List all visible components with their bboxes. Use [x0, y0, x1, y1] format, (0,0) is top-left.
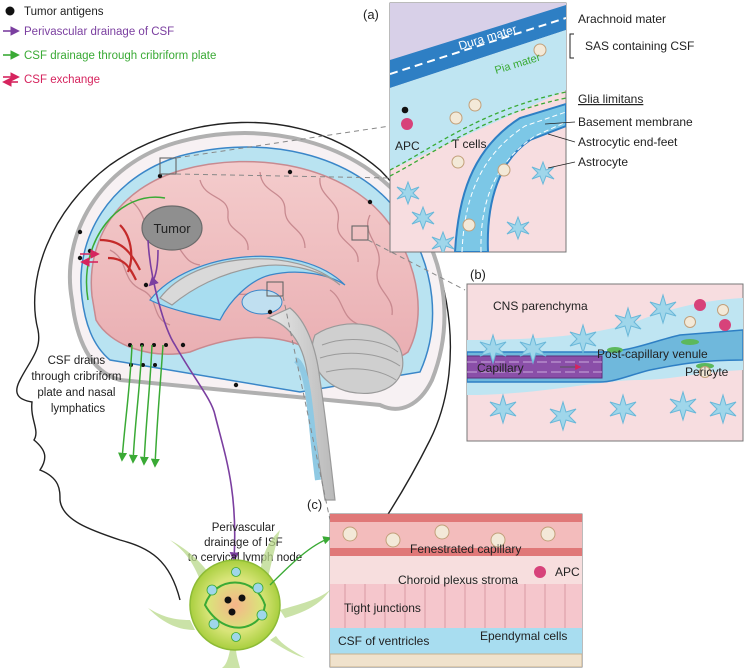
choroid-plexus-stroma-label: Choroid plexus stroma	[398, 573, 518, 587]
panel-b-apc-cells	[694, 299, 731, 331]
arachnoid-mater-label: Arachnoid mater	[578, 12, 666, 26]
legend-label-cribriform: CSF drainage through cribriform plate	[24, 50, 216, 62]
head-illustration: Tumor	[16, 121, 466, 601]
sas-bracket	[569, 33, 574, 59]
ependymal-band	[330, 653, 582, 667]
blood-vessels	[99, 224, 141, 281]
perivascular-isf-label: Perivascular drainage of ISF to cervical…	[188, 522, 302, 564]
pia-mater-line	[390, 91, 566, 171]
lymph-node-sinus	[203, 581, 267, 629]
capillary-label: Capillary	[477, 361, 524, 375]
inset-marker-c	[266, 281, 284, 297]
legend-label-tumor-antigens: Tumor antigens	[24, 6, 104, 18]
panel-b-astrocytes	[479, 293, 737, 432]
thalamus	[241, 289, 283, 315]
panel-c-apc-cell	[534, 566, 546, 578]
spinal-csf	[293, 357, 321, 481]
inset-marker-b	[351, 225, 369, 241]
epithelium-band	[330, 584, 582, 628]
tight-junctions-label: Tight junctions	[344, 601, 421, 615]
panel-a-apc-cell	[401, 118, 413, 130]
perivascular-drainage-arrows	[147, 239, 240, 562]
tumor-label: Tumor	[153, 221, 191, 236]
astrocytic-end-feet-label: Astrocytic end-feet	[578, 135, 678, 149]
panel-a-t-cells	[449, 43, 547, 232]
panel-a-vessel	[453, 102, 566, 252]
panel-b-tag: (b)	[470, 267, 486, 282]
csf-ventricle-band	[330, 628, 582, 654]
tumor-mass	[141, 205, 203, 251]
sas-label: SAS containing CSF	[585, 39, 694, 53]
panel-b: (b)	[466, 267, 744, 442]
csf-of-ventricles-label: CSF of ventricles	[338, 634, 429, 648]
panel-a-tag: (a)	[363, 7, 379, 22]
corpus-callosum	[159, 258, 341, 306]
panel-a-apc-label: APC	[395, 139, 420, 153]
head-outline	[16, 121, 452, 601]
t-cells-label: T cells	[452, 137, 486, 151]
legend-item-perivascular: Perivascular drainage of CSF	[3, 26, 174, 38]
fenestrated-capillary-label: Fenestrated capillary	[410, 542, 521, 556]
tumor: Tumor	[141, 205, 203, 251]
brainstem	[266, 307, 336, 501]
basement-membrane-label: Basement membrane	[578, 115, 693, 129]
legend: Tumor antigens Perivascular drainage of …	[2, 6, 216, 87]
drainage-arrow-to-node	[269, 536, 332, 586]
astrocyte-label: Astrocyte	[578, 155, 628, 169]
csf-drains-label: CSF drains through cribriform plate and …	[31, 355, 124, 415]
csf-exchange-arrows	[80, 249, 100, 267]
legend-item-cribriform: CSF drainage through cribriform plate	[3, 50, 216, 62]
tumor-antigen-dot-icon	[5, 6, 15, 16]
pericyte-label: Pericyte	[685, 365, 729, 379]
cribriform-drainage-arrows	[85, 196, 166, 468]
glia-limitans-label: Glia limitans	[578, 92, 643, 106]
panel-a-antigen-dot	[401, 106, 409, 114]
legend-label-perivascular: Perivascular drainage of CSF	[24, 26, 174, 38]
lymph-node-vessels	[148, 530, 330, 668]
pericyte-cells	[607, 339, 714, 369]
panel-c-tag: (c)	[307, 497, 322, 512]
dura-region	[390, 3, 566, 60]
panel-a-astrocytes	[396, 160, 555, 252]
legend-item-csf-exchange: CSF exchange	[2, 72, 100, 87]
cns-parenchyma-label: CNS parenchyma	[493, 299, 588, 313]
post-capillary-venule-label: Post-capillary venule	[597, 347, 708, 361]
inset-leader-lines	[175, 125, 466, 521]
ependymal-cells-label: Ependymal cells	[480, 629, 567, 643]
panel-c: (c) Fenestrated capillary APC Choroid	[307, 497, 583, 668]
panel-a: (a)	[363, 2, 694, 253]
legend-item-tumor-antigens: Tumor antigens	[5, 6, 104, 18]
lymph-node-antigens	[224, 594, 246, 616]
inset-marker-a	[159, 157, 177, 175]
panel-c-apc-label: APC	[555, 565, 580, 579]
lymph-node	[148, 530, 332, 668]
legend-label-csf-exchange: CSF exchange	[24, 74, 100, 86]
